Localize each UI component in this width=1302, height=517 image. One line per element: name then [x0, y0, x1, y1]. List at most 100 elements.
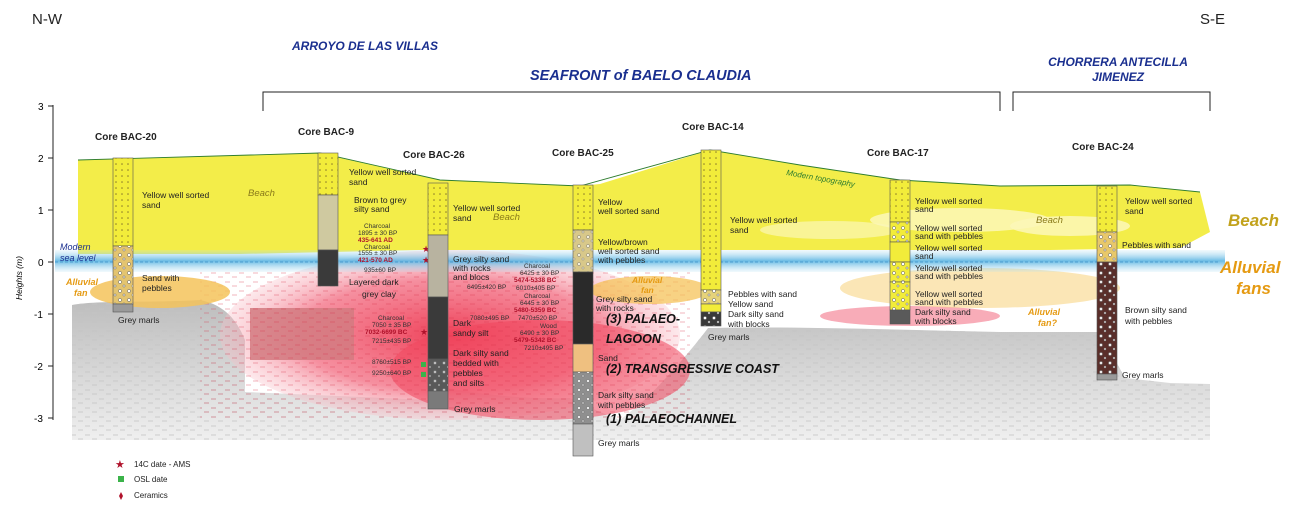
core-bac9: Core BAC-9 Yellow well sorted sand Brown…: [298, 127, 430, 299]
bac17-l6-2: with blocks: [914, 316, 957, 326]
bac17-l5-1: Yellow well sorted: [915, 289, 983, 299]
seafront-bracket: [262, 91, 1001, 111]
phase-palaeolagoon-1: (3) PALAEO-: [606, 312, 680, 326]
bac25-dark-silty-texture: [573, 372, 593, 424]
alluvial-legend-label-2: fans: [1236, 279, 1271, 298]
c14-star-icon: ★: [420, 327, 428, 337]
bac26-sand-texture: [428, 183, 448, 235]
bac26-l4-2: bedded with: [453, 358, 499, 368]
bac26-l5: Grey marls: [454, 404, 496, 414]
bac26-d3: 7032-6699 BC: [365, 329, 408, 336]
bac17-l4-1: Yellow well sorted: [915, 263, 983, 273]
beach-legend-label: Beach: [1228, 211, 1279, 230]
bac9-d6: 421-570 AD: [358, 257, 393, 264]
bac26-l3-1: Dark: [453, 318, 472, 328]
bac9-d4: Charcoal: [364, 244, 391, 251]
legend-ceramics: Ceramics: [134, 491, 168, 500]
beach-pale-lens-3: [760, 221, 900, 239]
beach-inline-3: Beach: [1036, 215, 1063, 226]
bac24-l3-2: with pebbles: [1124, 316, 1172, 326]
bac26-grey-silty-sand: [427, 234, 449, 298]
bac14-l1-1: Yellow well sorted: [730, 215, 798, 225]
y-tick-m2: -2: [34, 362, 43, 373]
y-tick-m3: -3: [34, 414, 43, 425]
bac25-l1-2: well sorted sand: [597, 206, 660, 216]
bac25-l3-2: with rocks: [595, 303, 634, 313]
core-bac17: Core BAC-17 Yellow well sorted sand Yell…: [867, 148, 983, 326]
alluvial-fan-center: [590, 276, 710, 304]
bac25-sand-texture: [573, 185, 593, 230]
bac25-l5-1: Dark silty sand: [598, 390, 654, 400]
y-tick-1: 1: [38, 206, 44, 217]
beach-inline-2: Beach: [493, 212, 520, 223]
alluvial-fan-q-label-2: fan?: [1038, 318, 1058, 328]
bac25-sand-lower: [572, 343, 594, 373]
bac17-l2-1: Yellow well sorted: [915, 223, 983, 233]
bac17-sand-texture: [890, 180, 910, 222]
y-axis-label: Heights (m): [14, 256, 24, 300]
bac25-l5-2: with pebbles: [597, 400, 645, 410]
chorrera-bracket: [1012, 91, 1211, 111]
bac17-l2-2: sand with pebbles: [915, 231, 983, 241]
bac26-d7: 6495±420 BP: [467, 284, 506, 291]
bac24-marls: [1096, 373, 1118, 381]
core-bac25-name: Core BAC-25: [552, 148, 614, 159]
bac25-d8: 7080±495 BP: [470, 315, 509, 322]
bac14-dark-silty-texture: [701, 312, 721, 326]
core-bac17-name: Core BAC-17: [867, 148, 929, 159]
c14-star-icon: ★: [422, 255, 430, 265]
bac17-l4-2: sand with pebbles: [915, 271, 983, 281]
bac14-pebbles-texture: [701, 290, 721, 304]
bac9-clay: [317, 249, 339, 287]
bac25-l6: Grey marls: [598, 438, 640, 448]
bac17-sand-2: [889, 241, 911, 263]
beach-inline-1: Beach: [248, 188, 275, 199]
alluvial-fan-center-label-2: fan: [641, 285, 654, 295]
seafront-title: SEAFRONT of BAELO CLAUDIA: [530, 68, 752, 84]
y-tick-3: 3: [38, 102, 44, 113]
bac17-l1-1: Yellow well sorted: [915, 196, 983, 206]
modern-topography-line: [77, 149, 1201, 193]
osl-square-icon: [118, 476, 124, 482]
bac9-l3-2: grey clay: [362, 289, 397, 299]
bac26-l3-2: sandy silt: [453, 328, 489, 338]
bac9-l2-1: Brown to grey: [354, 195, 407, 205]
bac9-d7: 935±60 BP: [364, 267, 396, 274]
bac14-l1-2: sand: [730, 225, 749, 235]
core-bac24-name: Core BAC-24: [1072, 142, 1134, 153]
bac20-l3: Grey marls: [118, 315, 160, 325]
bac26-d4: 7215±435 BP: [372, 338, 411, 345]
core-bac14: Core BAC-14 Yellow well sorted sand Pebb…: [682, 122, 798, 342]
bac24-pebbles-texture: [1097, 232, 1117, 262]
orientation-nw: N-W: [32, 11, 63, 28]
bac25-l3-1: Grey silty sand: [596, 294, 652, 304]
sea-level-label-2: sea level: [60, 253, 97, 263]
bac14-l4-1: Dark silty sand: [728, 309, 784, 319]
core-bac25: Core BAC-25 Yellow well sorted sand Yell…: [470, 148, 660, 457]
bac25-l2-2: well sorted sand: [597, 246, 660, 256]
bac26-l4-1: Dark silty sand: [453, 348, 509, 358]
alluvial-legend-label-1: Alluvial: [1219, 258, 1282, 277]
bac26-d6: 9250±640 BP: [372, 370, 411, 377]
bac26-marls: [427, 390, 449, 410]
bac20-l2-2: pebbles: [142, 283, 172, 293]
bac17-dark-silty: [889, 309, 911, 325]
sea-level-band: [55, 250, 1225, 272]
bac14-l4-2: with blocks: [727, 319, 770, 329]
bac25-l2-3: with pebbles: [597, 255, 645, 265]
bac24-l2: Pebbles with sand: [1122, 240, 1191, 250]
bac14-l3: Yellow sand: [728, 299, 773, 309]
bac25-l1-1: Yellow: [598, 197, 623, 207]
legend: ★ 14C date - AMS OSL date Ceramics: [115, 459, 190, 500]
bac9-l2-2: silty sand: [354, 204, 390, 214]
bac25-d7: 5480-5359 BC: [514, 307, 557, 314]
core-bac20-name: Core BAC-20: [95, 132, 157, 143]
y-axis: 3 2 1 0 -1 -2 -3 Heights (m): [14, 102, 54, 425]
bac24-brown-silty-texture: [1097, 262, 1117, 374]
bac20-marls: [112, 303, 134, 313]
bac14-l5: Grey marls: [708, 332, 750, 342]
phase-palaeolagoon-2: LAGOON: [606, 332, 662, 346]
c14-star-icon: ★: [422, 244, 430, 254]
y-tick-0: 0: [38, 258, 44, 269]
